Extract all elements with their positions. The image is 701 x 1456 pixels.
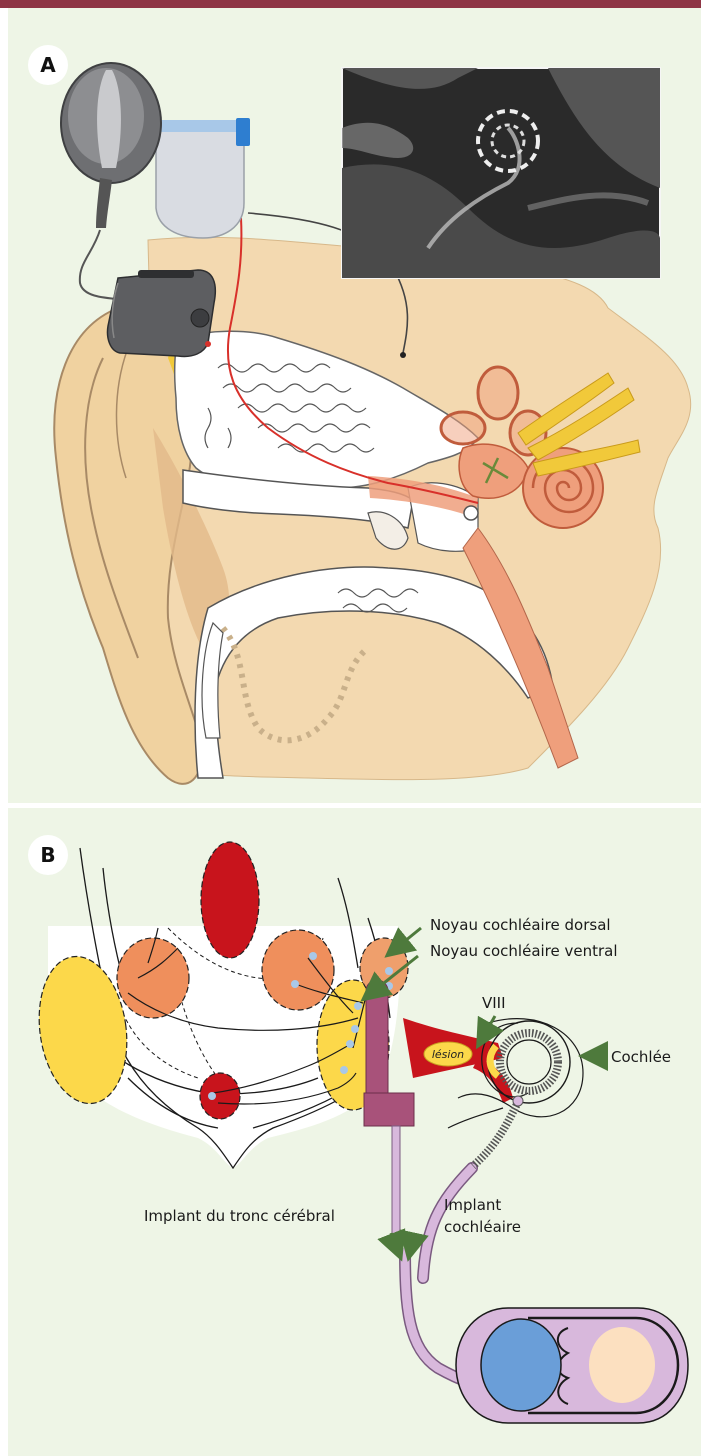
round-window: [464, 506, 478, 520]
electrode-array: [473, 1102, 518, 1166]
brainstem-diagram: lésion: [8, 808, 701, 1456]
label-dorsal-nucleus: Noyau cochléaire dorsal: [430, 916, 611, 934]
xray-inset: [342, 68, 660, 278]
orange-nucleus-left: [117, 938, 189, 1018]
speech-processor: [108, 270, 216, 356]
lesion-label: lésion: [432, 1048, 464, 1061]
ground-electrode: [400, 352, 406, 358]
panel-b-letter: B: [40, 843, 55, 867]
panel-a: A: [8, 8, 701, 803]
label-cochlear-implant-1: Implant: [444, 1196, 501, 1214]
orange-nucleus-right: [262, 930, 334, 1010]
panel-a-label: A: [28, 45, 68, 85]
cochlea-nerve-line: [448, 1108, 503, 1128]
array-tip: [513, 1096, 523, 1106]
ear-illustration: A: [8, 8, 701, 803]
label-brainstem-implant: Implant du tronc cérébral: [144, 1207, 335, 1225]
transmitter-coil: [61, 63, 161, 228]
label-ventral-nucleus: Noyau cochléaire ventral: [430, 942, 618, 960]
panel-a-letter: A: [40, 53, 56, 77]
label-viii: VIII: [482, 994, 506, 1012]
label-cochlea: Cochlée: [611, 1048, 671, 1066]
arrow-cochlear-implant: [409, 1233, 414, 1256]
cochlea-b: [482, 1021, 570, 1103]
panel-b-label: B: [28, 835, 68, 875]
red-nucleus-top: [201, 842, 259, 958]
top-rule: [0, 0, 701, 8]
red-nucleus-small: [200, 1073, 240, 1119]
panel-b: lésion: [8, 808, 701, 1456]
implant-receiver: [456, 1308, 688, 1423]
receiver-stimulator: [156, 118, 250, 238]
label-cochlear-implant-2: cochléaire: [444, 1218, 521, 1236]
